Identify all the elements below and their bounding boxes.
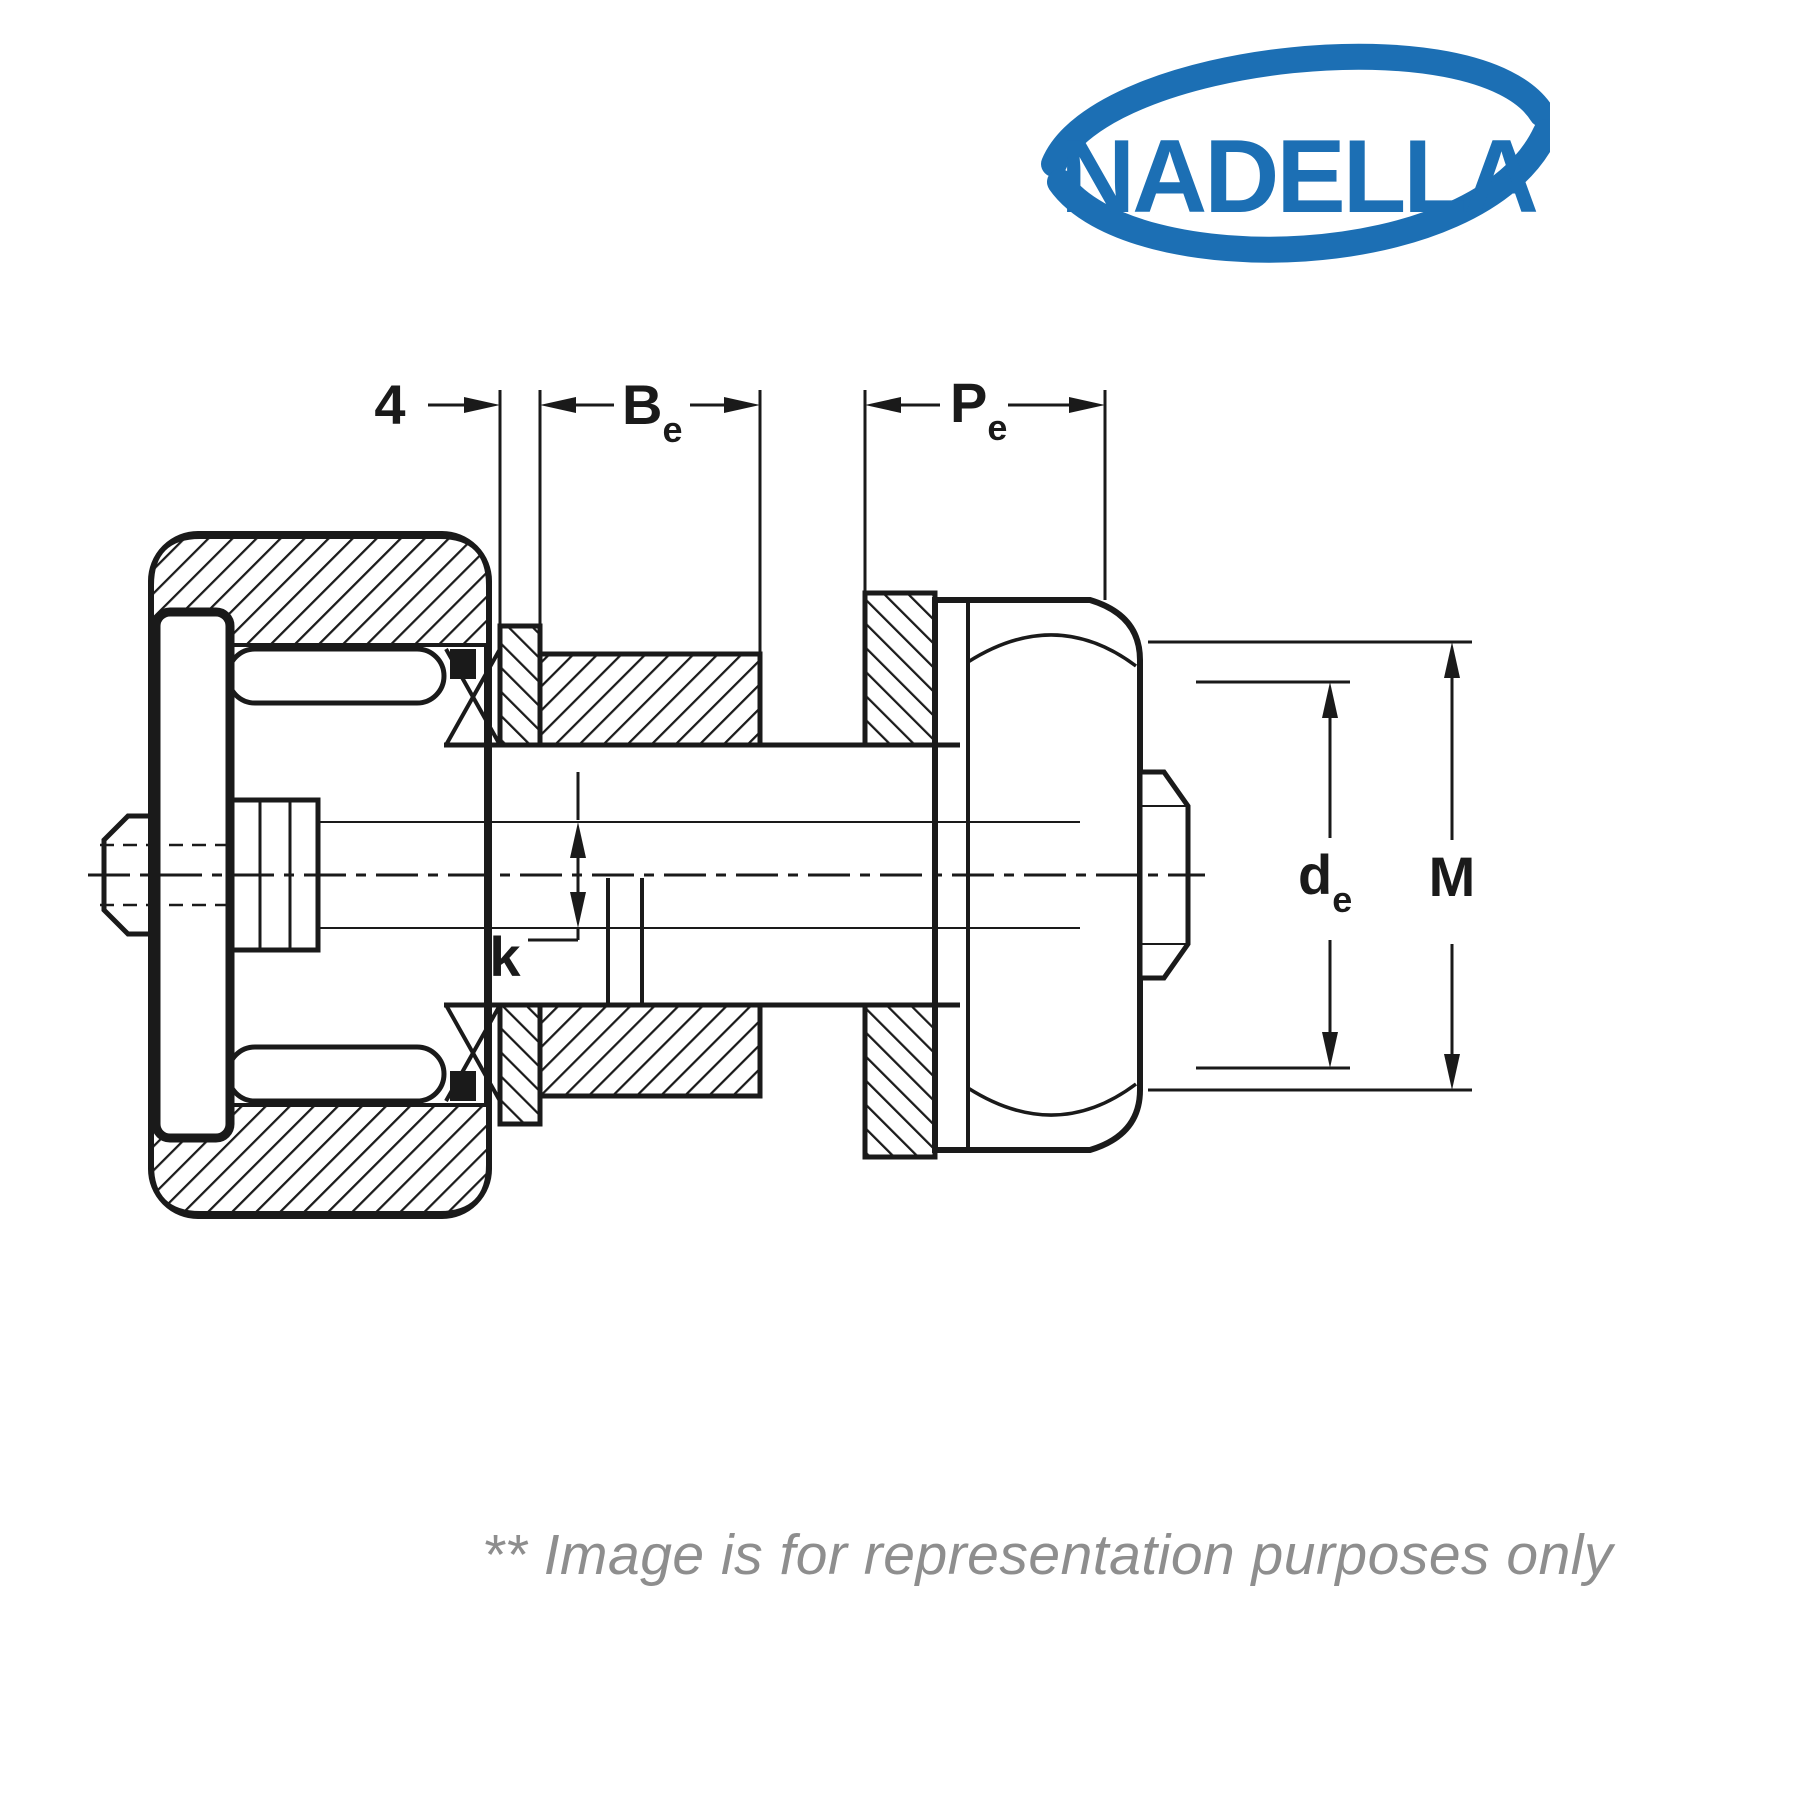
dimensions: 4 Be Pe (374, 371, 1476, 1092)
dim-label-4: 4 (374, 373, 405, 436)
dim-be: Be (540, 373, 762, 654)
dim-k: k (489, 772, 586, 988)
stud-section (320, 623, 1080, 1127)
dim-label-k: k (489, 925, 521, 988)
dim-pe: Pe (863, 371, 1107, 600)
disclaimer-text: ** Image is for representation purposes … (482, 1523, 1613, 1587)
logo-text: NADELLA (1060, 119, 1537, 235)
needle-roller-bottom (225, 1044, 447, 1104)
dim-label-de: de (1298, 843, 1352, 920)
dim-4: 4 (374, 373, 542, 626)
roller-section (100, 531, 502, 1219)
dim-label-pe: Pe (950, 371, 1007, 448)
thread-stub (1137, 769, 1191, 981)
nadella-logo: NADELLA (1041, 43, 1550, 263)
logo-swoosh-bottom-icon (1047, 119, 1550, 263)
needle-roller-top (225, 646, 447, 706)
dim-label-m: M (1429, 845, 1476, 908)
logo-swoosh-top-icon (1041, 43, 1550, 177)
dim-m: M (1148, 640, 1476, 1092)
dim-label-be: Be (622, 373, 682, 450)
dim-de: de (1196, 680, 1352, 1070)
